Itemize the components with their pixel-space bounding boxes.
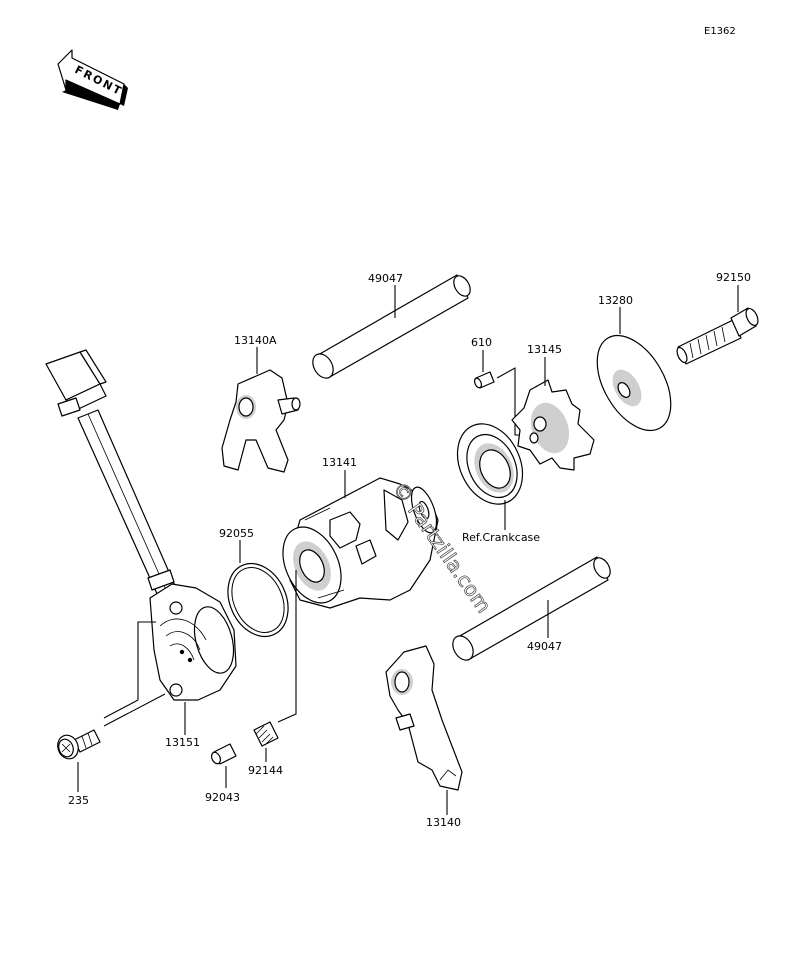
label-235: 235	[68, 794, 89, 807]
spring-92144	[253, 721, 279, 747]
leader-13151-c	[103, 693, 166, 727]
fork-13140	[385, 645, 463, 791]
label-49047-bottom: 49047	[527, 640, 562, 653]
label-ref-crankcase: Ref.Crankcase	[462, 531, 540, 544]
fork-13140A	[221, 369, 301, 473]
shaft-49047-top	[312, 274, 471, 379]
pin-92043	[210, 743, 237, 765]
sensor-13151	[45, 349, 237, 701]
label-13140A: 13140A	[234, 334, 277, 347]
label-13141: 13141	[322, 456, 357, 469]
bearing-ref-crankcase	[456, 423, 524, 505]
label-610: 610	[471, 336, 492, 349]
leader-92144-a	[277, 570, 297, 723]
label-13145: 13145	[527, 343, 562, 356]
shaft-49047-bottom	[452, 556, 611, 661]
label-13151: 13151	[165, 736, 200, 749]
segment-13145	[511, 379, 595, 471]
pin-610	[473, 371, 495, 389]
diagram-code: E1362	[704, 26, 736, 37]
label-13280: 13280	[598, 294, 633, 307]
drum-13141	[282, 477, 439, 609]
plate-13280	[596, 334, 672, 432]
label-92150: 92150	[716, 271, 751, 284]
screw-235	[57, 729, 101, 760]
leader-13151-a	[137, 621, 156, 700]
leader-13151-b	[103, 699, 139, 719]
label-92144: 92144	[248, 764, 283, 777]
oring-92055	[227, 562, 289, 638]
label-49047-top: 49047	[368, 272, 403, 285]
front-arrow-icon: FRONT	[57, 49, 128, 110]
bolt-92150	[676, 307, 759, 365]
label-92055: 92055	[219, 527, 254, 540]
label-92043: 92043	[205, 791, 240, 804]
label-13140: 13140	[426, 816, 461, 829]
